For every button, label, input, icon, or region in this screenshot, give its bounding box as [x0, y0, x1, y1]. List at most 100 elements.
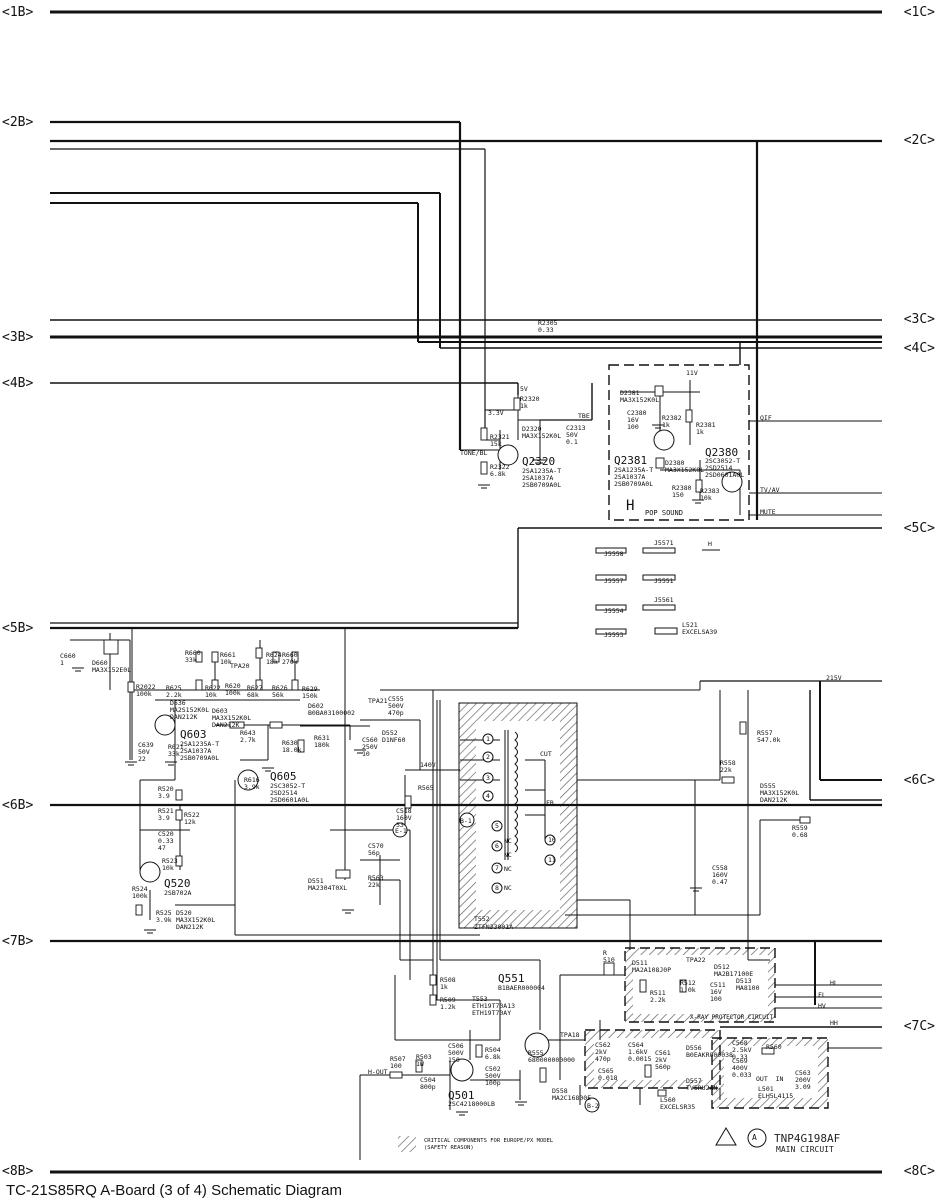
q501-name: Q501 — [448, 1089, 475, 1102]
q605-parts: 2SC3052-T 2SD2514 2SD0601A0L — [270, 782, 310, 804]
ground-symbols — [72, 424, 704, 1116]
diagram-caption: TC-21S85RQ A-Board (3 of 4) Schematic Di… — [6, 1182, 342, 1199]
c558-label: C558 160V 0.47 — [712, 864, 728, 886]
connector-6b: <6B> — [2, 798, 34, 813]
r631-label: R631 180k — [314, 734, 330, 749]
pin-5: 5 — [495, 822, 499, 830]
connector-3b: <3B> — [2, 330, 34, 345]
r2320-label: R2320 1k — [520, 395, 540, 410]
d512-label: D512 MA2B17100E — [714, 963, 754, 978]
r508-label: R508 1k — [440, 976, 456, 991]
q551-name: Q551 — [498, 972, 525, 985]
tpa18-label: TPA18 — [560, 1031, 580, 1039]
connector-3c: <3C> — [903, 312, 935, 327]
transformer-t552-windings — [504, 730, 546, 860]
j5571-label: J5571 — [654, 539, 674, 547]
t553-label: T553 ETH19T70A13 ETH19T70AY — [472, 995, 516, 1017]
board-mark: A — [752, 1133, 757, 1142]
pin-11: 11 — [548, 856, 556, 864]
connector-1c: <1C> — [903, 5, 935, 20]
q603-name: Q603 — [180, 728, 207, 741]
connector-4b: <4B> — [2, 376, 34, 391]
r507-label: R507 100 — [390, 1055, 406, 1070]
c565-label: C565 0.018 — [598, 1067, 618, 1082]
d520-label: D520 MA3X152K0L DAN212K — [176, 909, 216, 931]
pop-sound-letter: H — [626, 498, 635, 514]
d513-label: D513 MA8100 — [736, 977, 760, 992]
d511-label: D511 MA2A108J0P — [632, 959, 672, 974]
q2320-parts: 2SA1235A-T 2SA1037A 2SB0709A0L — [522, 467, 562, 489]
critical-components-note: CRITICAL COMPONENTS FOR EUROPE/PX MODEL … — [424, 1138, 554, 1151]
connector-7b: <7B> — [2, 934, 34, 949]
nc-3: NC — [504, 865, 512, 873]
pin-10: 10 — [548, 836, 556, 844]
d2380-label: D2380 MA3X152K0L — [665, 459, 705, 474]
pin-2: 2 — [486, 753, 490, 761]
dashed-enclosures — [584, 364, 829, 1109]
net-11v: 11V — [686, 369, 698, 377]
bus-lines — [50, 10, 882, 1174]
r557-label: R557 547.0k — [757, 729, 781, 744]
connector-4c: <4C> — [903, 341, 935, 356]
pin-3: 3 — [486, 774, 490, 782]
board-subtitle: MAIN CIRCUIT — [776, 1145, 834, 1154]
connector-8b: <8B> — [2, 1164, 34, 1179]
c639-label: C639 50V 22 — [138, 741, 154, 763]
r520-label: R520 3.9 — [158, 785, 174, 800]
r616-label: R616 3.9k — [244, 776, 260, 791]
j5551-label: J5551 — [654, 577, 674, 585]
r522-label: R522 12k — [184, 811, 200, 826]
net-3-3v: 3.3V — [488, 409, 504, 417]
q501-parts: 2SC4218000LB — [448, 1100, 495, 1108]
l560-label: L560 EXCELSR35 — [660, 1096, 696, 1111]
c660-label: C660 1 — [60, 652, 76, 667]
r559-label: R559 0.68 — [792, 824, 808, 839]
j5561-label: J5561 — [654, 596, 674, 604]
r2380-label: R2380 150 — [672, 484, 692, 499]
t552-part: ZTFN33001A — [474, 923, 514, 931]
r525-label: R525 3.9k — [156, 909, 172, 924]
net-h-out: H-OUT — [368, 1068, 388, 1076]
q2320-name: Q2320 — [522, 455, 556, 468]
d556-label: D556 B0EAKR000038 — [686, 1044, 733, 1059]
d551-label: D551 MA2304T0XL — [308, 877, 348, 892]
j5557-label: J5557 — [604, 577, 624, 585]
j5553-label: J5553 — [604, 631, 624, 639]
r2322-label: R2322 6.8k — [490, 463, 510, 478]
r2305-label: R2305 0.33 — [538, 319, 558, 334]
r2383-label: R2383 10k — [700, 487, 720, 502]
pin-6: 6 — [495, 842, 499, 850]
q2380-name: Q2380 — [705, 446, 739, 459]
xray-protector-label: X-RAY PROTECTOR CIRCUIT — [690, 1014, 774, 1021]
r560-label: R560 — [766, 1043, 782, 1051]
b1-label: B-1 — [460, 817, 472, 825]
r563-label: R563 22k — [368, 874, 384, 889]
r524-label: R524 100k — [132, 885, 148, 900]
connector-7c: <7C> — [903, 1019, 935, 1034]
net-fl: FL — [818, 991, 826, 999]
cut-label: CUT — [540, 750, 552, 758]
d552-label: D552 D1NF60 — [382, 729, 406, 744]
c568-label: C568 2.5kV 0.33 — [732, 1039, 752, 1061]
connector-6c: <6C> — [903, 773, 935, 788]
r504-label: R504 6.8k — [485, 1046, 501, 1061]
net-hl: HL — [830, 979, 838, 987]
net-140v: 140V — [420, 761, 436, 769]
r629-label: R629 150k — [302, 685, 318, 700]
r621-label: R621 33k — [168, 743, 184, 758]
nc-1: NC — [504, 837, 512, 845]
pin-7: 7 — [495, 864, 499, 872]
q520-name: Q520 — [164, 877, 191, 890]
connector-5c: <5C> — [903, 521, 935, 536]
net-5v: 5V — [520, 385, 528, 393]
connector-1b: <1B> — [2, 5, 34, 20]
q2381-parts: 2SA1235A-T 2SA1037A 2SB0709A0L — [614, 466, 654, 488]
circuit-wires — [70, 380, 810, 1160]
r622-label: R622 10k — [205, 684, 221, 699]
l501-label: L501 ELH5L4115 — [758, 1085, 794, 1100]
net-tone-bl: TONE/BL — [460, 449, 488, 457]
r523-label: R523 10k — [162, 857, 178, 872]
c560-label: C560 250V 10 — [362, 736, 378, 758]
net-tv-av: TV/AV — [760, 486, 780, 494]
hatched-critical-zones — [398, 702, 828, 1152]
